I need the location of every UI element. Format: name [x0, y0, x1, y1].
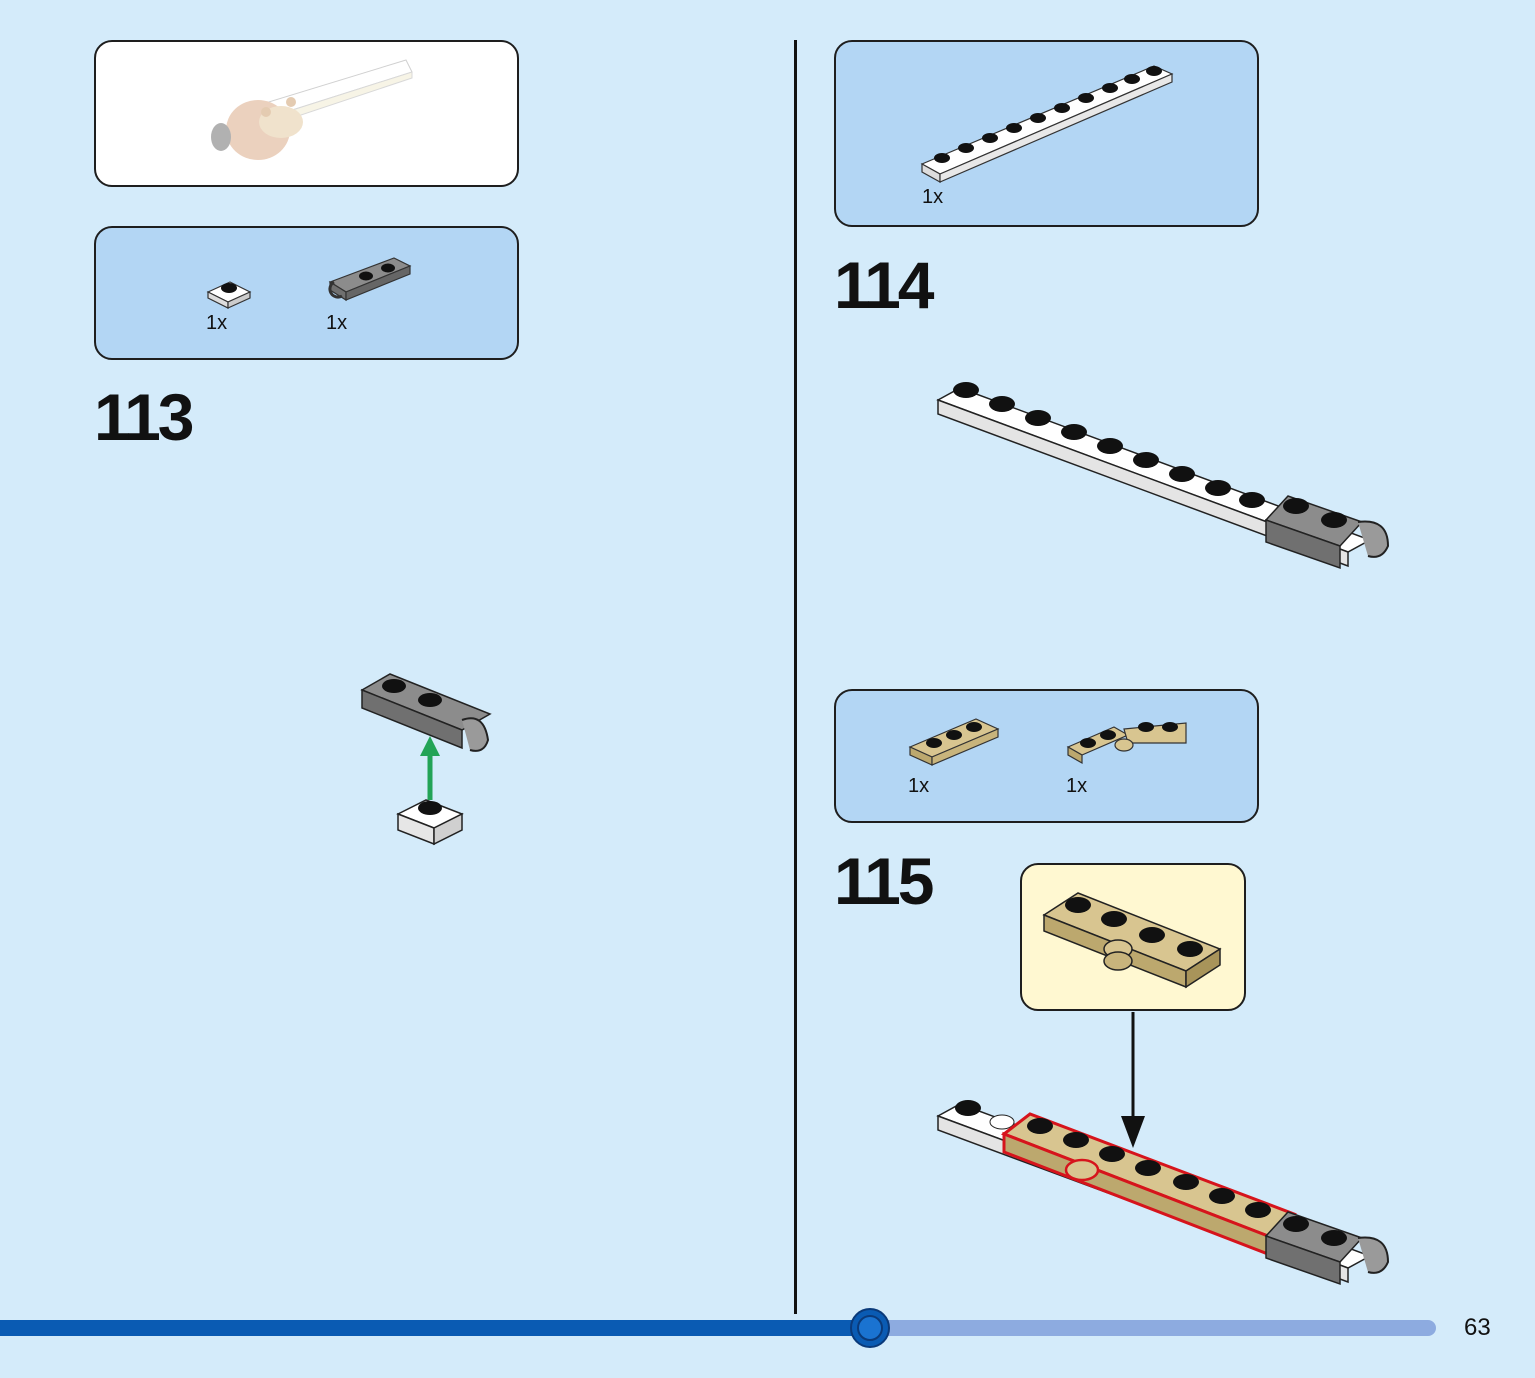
step-number-114: 114	[834, 248, 934, 322]
plate-1x10-white-icon	[920, 65, 1174, 184]
placement-arrow	[1121, 1012, 1145, 1148]
progress-bar	[0, 1308, 1436, 1348]
plate-1x1-white-icon	[206, 281, 252, 309]
plate-1x3-tan-icon	[908, 718, 1000, 766]
step-114-assembly-image	[936, 382, 1390, 570]
page-number: 63	[1464, 1314, 1491, 1341]
context-model-image	[211, 59, 413, 160]
page-divider	[794, 40, 797, 1314]
hinge-plate-tan-icon	[1066, 722, 1187, 765]
qty-label: 1x	[326, 312, 348, 334]
qty-label: 1x	[922, 186, 944, 208]
parts-box-114: 1x	[834, 40, 1259, 227]
qty-label: 1x	[908, 775, 930, 797]
step-number-115: 115	[834, 844, 934, 918]
qty-label: 1x	[1066, 775, 1088, 797]
qty-label: 1x	[206, 312, 228, 334]
step-number-113: 113	[94, 380, 194, 454]
parts-box-113: 1x 1x	[94, 226, 519, 360]
context-preview-box	[94, 40, 519, 187]
plate-clip-gray-icon	[328, 257, 412, 302]
step-115-assembly-image	[936, 1100, 1390, 1286]
subassembly-callout	[1020, 863, 1246, 1011]
step-113-assembly-image	[360, 673, 492, 846]
parts-box-115: 1x 1x	[834, 689, 1259, 823]
hinge-subassembly-image	[1042, 892, 1222, 989]
